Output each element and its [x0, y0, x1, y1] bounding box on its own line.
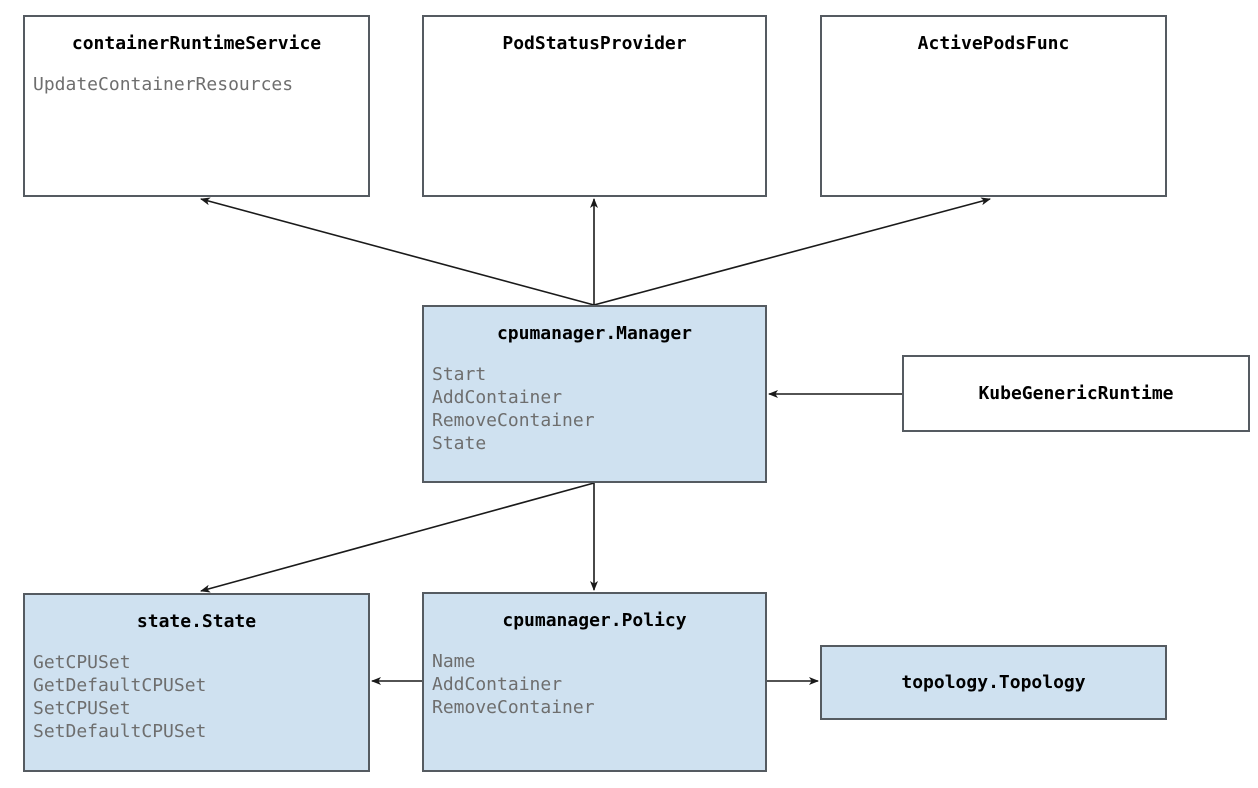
node-title: cpumanager.Policy — [502, 610, 687, 631]
node-method-item: Name — [432, 650, 476, 672]
node-method-item: AddContainer — [432, 386, 563, 408]
node-method-item: RemoveContainer — [432, 409, 595, 431]
edge-manager-to-state — [200, 482, 595, 593]
edge-manager-to-activePodsFunc — [593, 197, 991, 306]
node-method-item: SetDefaultCPUSet — [33, 720, 207, 742]
node-activePodsFunc[interactable]: ActivePodsFunc — [820, 15, 1167, 197]
node-title: ActivePodsFunc — [917, 33, 1070, 54]
node-method-item: UpdateContainerResources — [33, 73, 294, 95]
node-method-item: GetCPUSet — [33, 651, 131, 673]
edge-manager-to-containerRuntimeService — [200, 197, 595, 306]
node-method-item: RemoveContainer — [432, 696, 595, 718]
node-title: KubeGenericRuntime — [978, 382, 1174, 404]
node-method-item: State — [432, 432, 487, 454]
node-title: cpumanager.Manager — [496, 323, 693, 344]
node-method-list: UpdateContainerResources — [33, 73, 368, 96]
node-title: topology.Topology — [901, 671, 1086, 693]
node-title: containerRuntimeService — [71, 33, 322, 54]
node-title: state.State — [136, 611, 257, 632]
node-method-item: SetCPUSet — [33, 697, 131, 719]
node-topologyTopology[interactable]: topology.Topology — [820, 645, 1167, 720]
node-method-item: Start — [432, 363, 487, 385]
node-podStatusProvider[interactable]: PodStatusProvider — [422, 15, 767, 197]
node-method-item: AddContainer — [432, 673, 563, 695]
node-method-item: GetDefaultCPUSet — [33, 674, 207, 696]
node-title: PodStatusProvider — [502, 33, 687, 54]
node-kubeGenericRuntime[interactable]: KubeGenericRuntime — [902, 355, 1250, 432]
